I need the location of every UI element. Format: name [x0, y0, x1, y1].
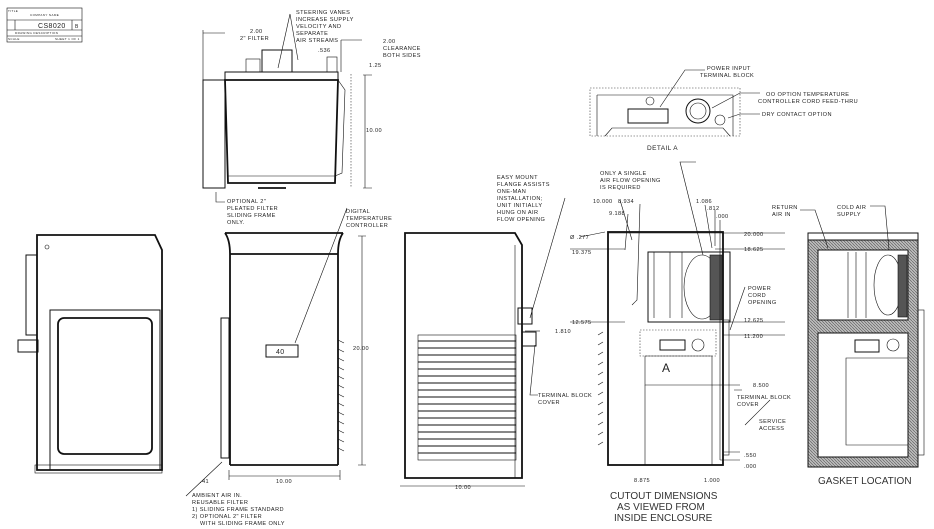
- dimension-1000: 10.00: [366, 128, 382, 134]
- title-header: TITLE: [8, 9, 18, 13]
- dim-8875: 8.875: [634, 478, 650, 484]
- louvers: [417, 334, 517, 461]
- scale-label: SCALE: [8, 37, 20, 41]
- dim-9188: 9.188: [609, 211, 625, 217]
- dim-000-top: .000: [716, 214, 729, 220]
- dimension-536: .536: [318, 48, 331, 54]
- model-number: CS8020: [38, 23, 66, 30]
- width-dimension: 10.00: [276, 479, 292, 485]
- sheet-label: SHEET 1 OF 1: [55, 37, 80, 41]
- fins: [337, 339, 345, 452]
- cutout-fins: [597, 331, 604, 446]
- dim-20000: 20.000: [744, 232, 764, 238]
- dim-18625: 18.625: [744, 247, 764, 253]
- hole-diameter: Ø .277: [570, 235, 589, 241]
- dim-8934: 8.934: [618, 199, 634, 205]
- dimension-1810: 1.810: [555, 329, 571, 335]
- dim-8500: 8.500: [753, 383, 769, 389]
- detail-a-caption: DETAIL A: [647, 145, 678, 152]
- dim-812: .812: [707, 206, 720, 212]
- digital-controller-display: [265, 344, 299, 358]
- gasket-caption: GASKET LOCATION: [818, 476, 912, 487]
- dim-19375: 19.375: [572, 250, 592, 256]
- company-name: COMPANY NAME: [30, 13, 59, 17]
- dim-10000: 10.000: [593, 199, 613, 205]
- back-width-dimension: 10.00: [455, 485, 471, 491]
- detail-a-callout: A: [662, 361, 670, 375]
- display-value: 40: [276, 349, 285, 356]
- dim-12575: 12.575: [572, 320, 592, 326]
- dim-11200: 11.200: [744, 334, 763, 340]
- dimension-125: 1.25: [369, 63, 382, 69]
- dim-1000: 1.000: [704, 478, 720, 484]
- side-view: [17, 234, 163, 474]
- height-dimension: 20.00: [353, 346, 369, 352]
- dry-contact-label: DRY CONTACT OPTION: [762, 112, 832, 118]
- dim-000-bottom: .000: [744, 464, 757, 470]
- title-block: TITLE COMPANY NAME CS8020 B DRAWING DESC…: [6, 7, 83, 43]
- revision: B: [75, 24, 79, 30]
- dimension-41: .41: [200, 479, 209, 485]
- drawing-description: DRAWING DESCRIPTION: [15, 31, 58, 35]
- dim-550: .550: [744, 453, 757, 459]
- dim-1086: 1.086: [696, 199, 712, 205]
- dim-12625: 12.625: [744, 318, 764, 324]
